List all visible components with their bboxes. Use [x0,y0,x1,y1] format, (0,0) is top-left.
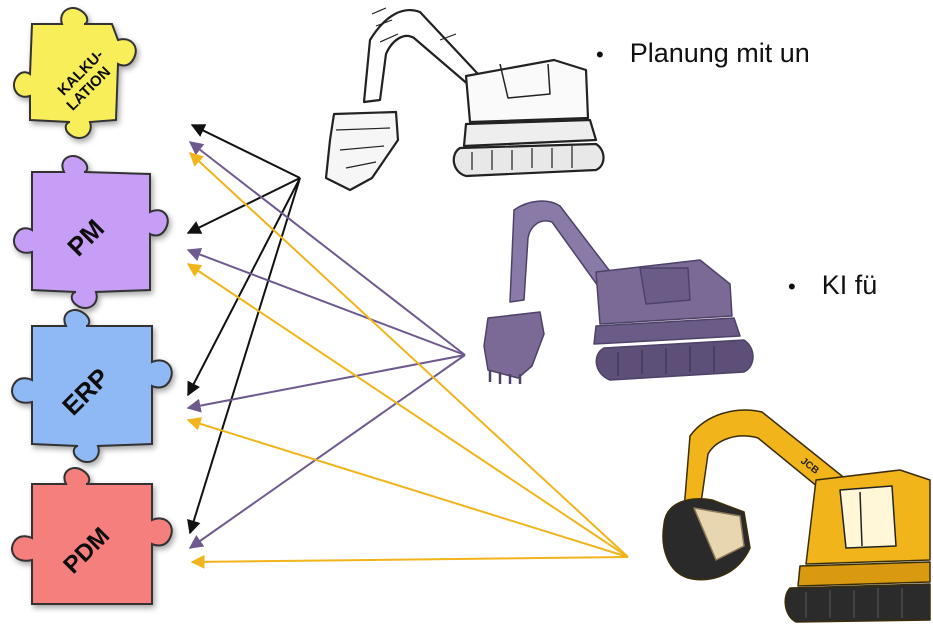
arrow-black-to-erp [187,177,301,397]
bullet-text-2: KI fü [821,270,878,300]
puzzle-shape [13,154,169,310]
arrow-black-to-pdm [187,177,301,535]
puzzle-shape [11,466,173,605]
excavator-purple [483,200,754,384]
arrow-purple-to-pdm [188,354,466,549]
bullet-item-1: • Planung mit un [596,38,810,69]
bullet-dot: • [788,273,796,299]
bullet-item-2: • KI fü [788,270,877,301]
arrow-purple-to-pm [186,247,466,356]
excavator-sketch [324,7,605,192]
arrow-yellow-to-erp [186,417,629,558]
puzzle-shape [12,6,137,140]
arrow-yellow-to-pm [186,263,629,558]
puzzle-piece-erp: ERP [11,308,173,464]
arrow-yellow-to-kalkulation [188,152,629,558]
arrow-purple-to-kalkulation [188,141,466,356]
puzzle-piece-pm: PM [13,154,169,310]
arrow-yellow-to-pdm [190,554,629,569]
bullet-dot: • [596,41,604,67]
arrows-yellow [186,152,629,569]
bullet-text-1: Planung mit un [629,38,810,68]
arrows-purple [186,141,466,549]
excavator-yellow: JCB [662,409,931,623]
arrow-black-to-kalkulation [190,124,301,179]
arrow-black-to-pm [186,177,301,234]
arrow-purple-to-erp [186,354,466,413]
puzzle-shape [11,308,173,464]
arrows-black [186,124,301,535]
puzzle-piece-kalkulation: KALKU- LATION [12,6,137,140]
puzzle-piece-pdm: PDM [11,466,173,605]
